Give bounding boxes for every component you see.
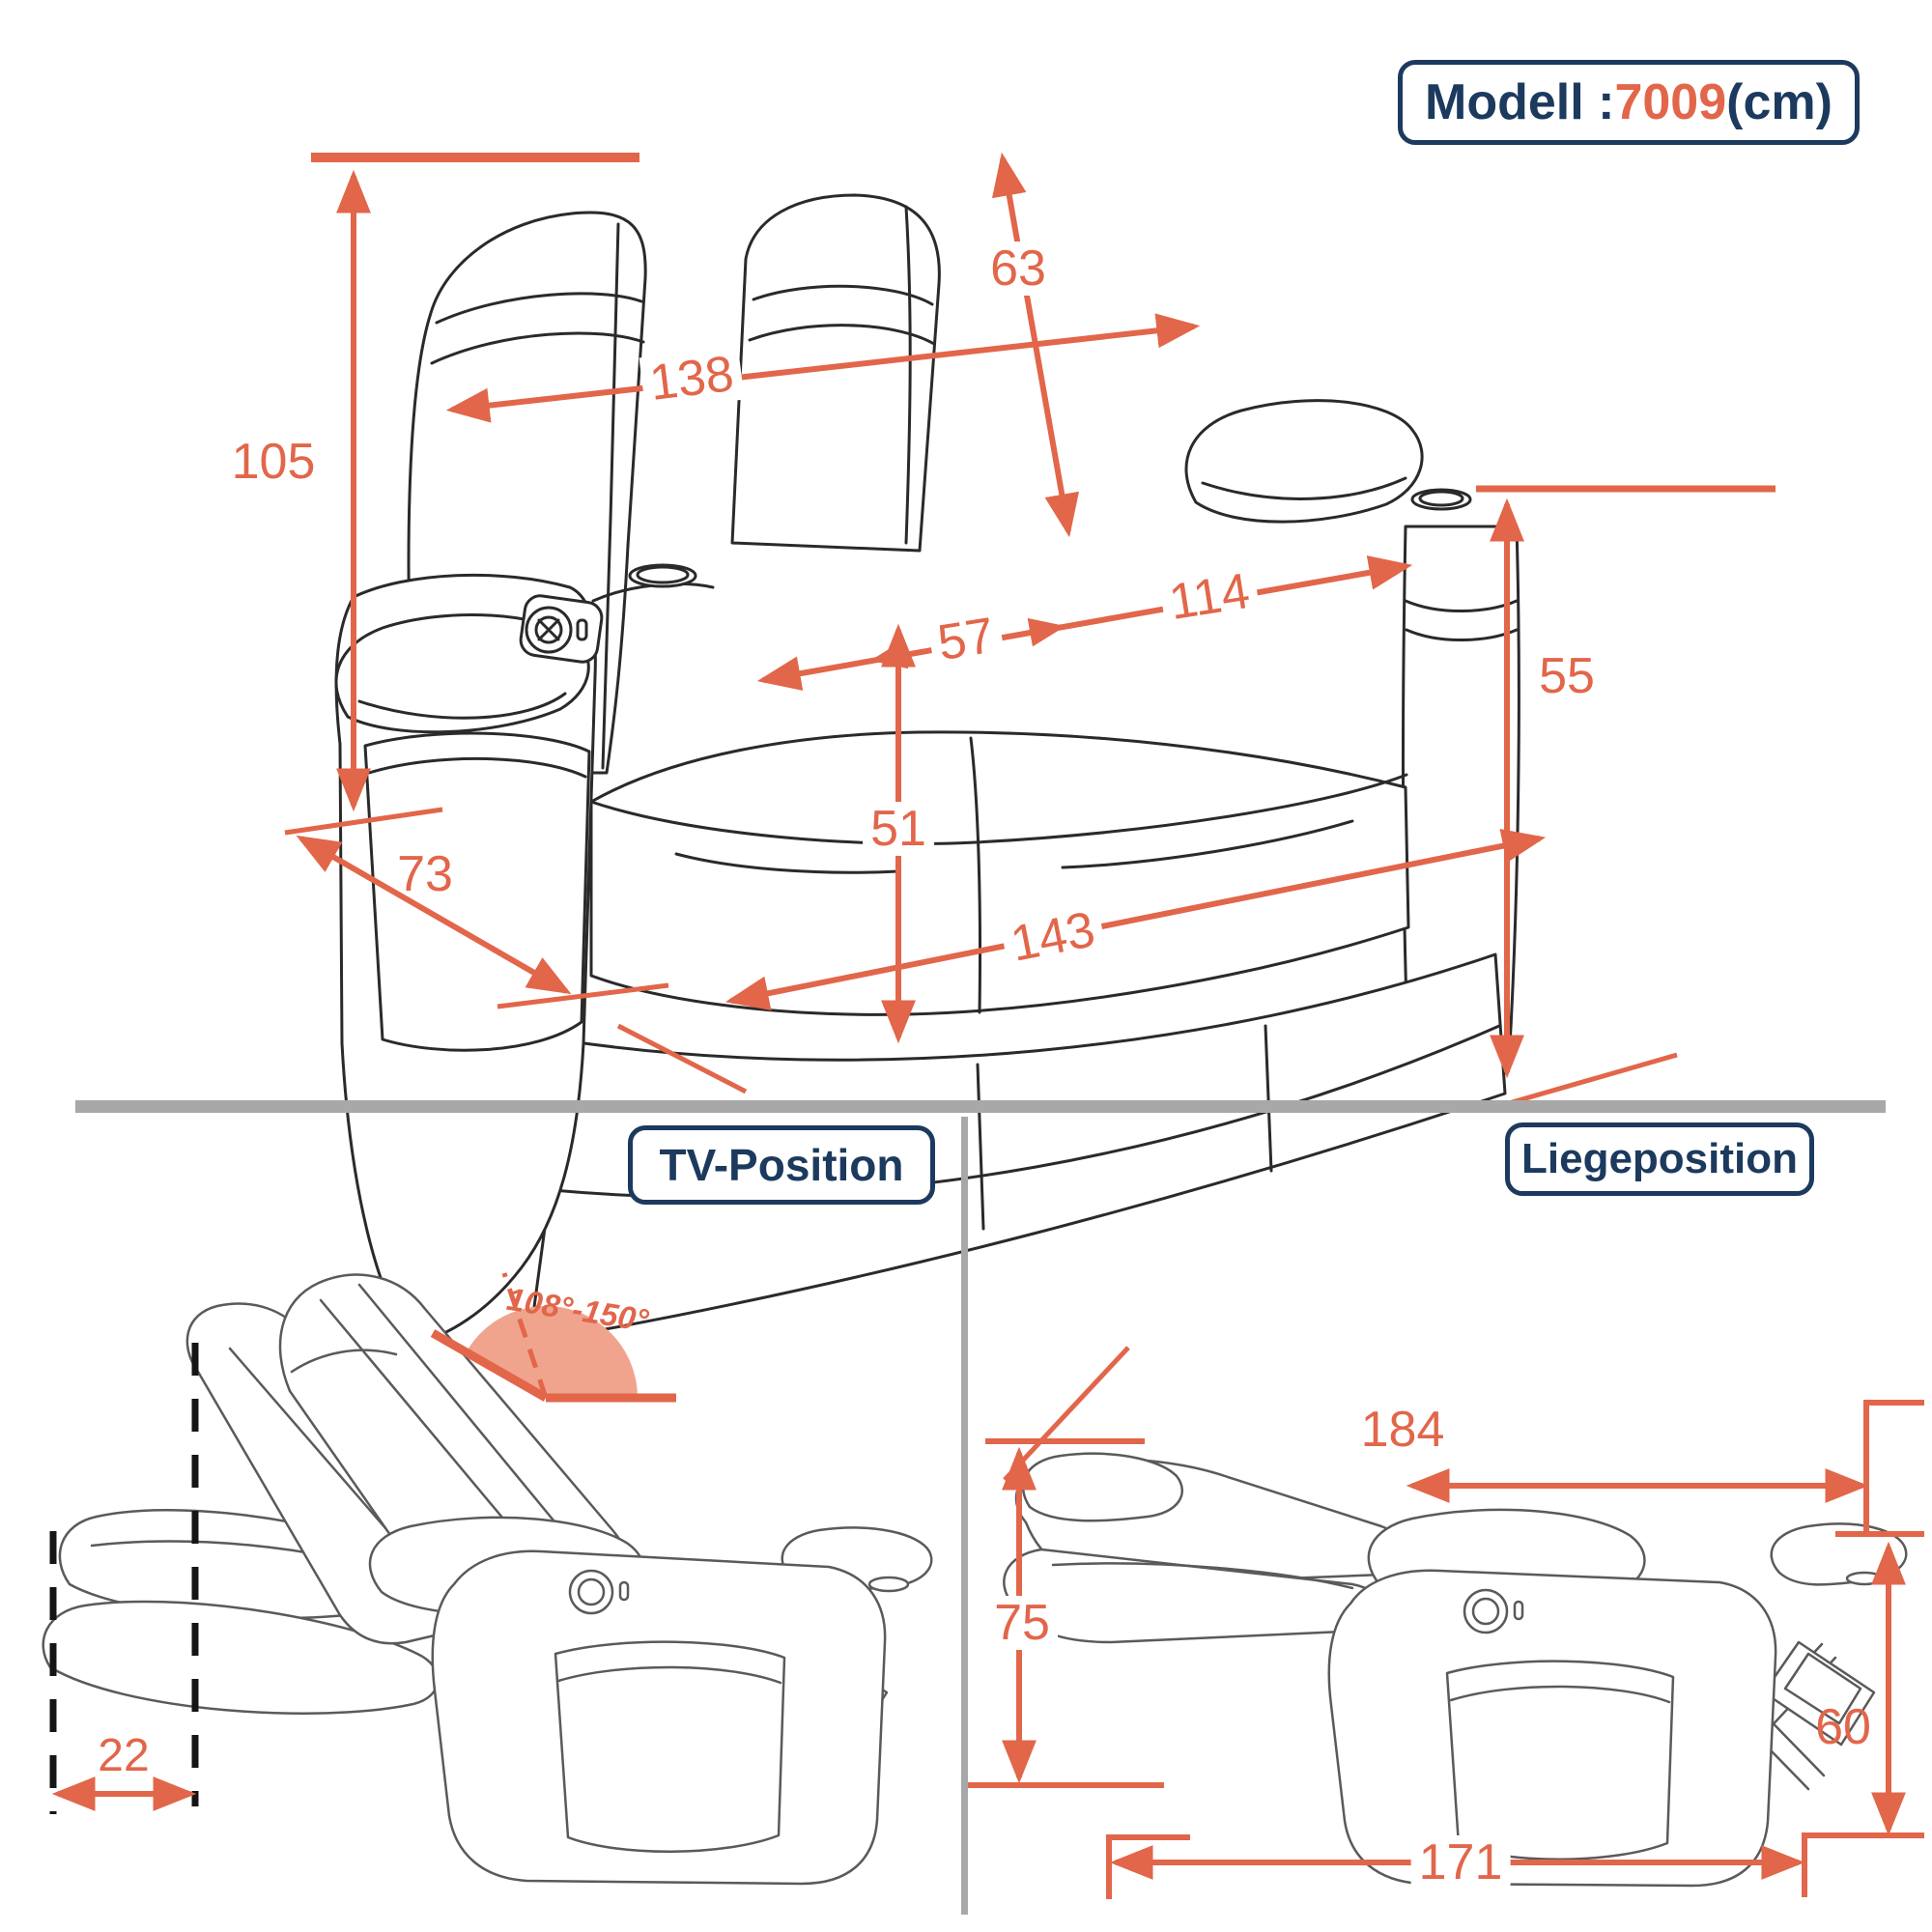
dim-seat-width-single-label: 57 bbox=[926, 607, 1006, 672]
dim-wall-clearance-label: 22 bbox=[98, 1730, 150, 1781]
dim-114-arrow bbox=[756, 555, 1413, 691]
dim-171-left-bracket bbox=[1106, 1834, 1190, 1899]
cup-holder-left bbox=[628, 563, 697, 588]
liege-chair-drawing bbox=[1003, 1452, 1908, 1888]
model-badge: Modell : 7009 (cm) bbox=[1398, 60, 1860, 145]
dim-73-arrow bbox=[296, 835, 572, 995]
dim-armrest-height-label: 55 bbox=[1539, 648, 1595, 704]
angle-dashed-line bbox=[501, 1272, 549, 1399]
lying-position-badge: Liegeposition bbox=[1505, 1122, 1814, 1196]
dim-57-right-head bbox=[1006, 617, 1066, 647]
tv-position-label: TV-Position bbox=[659, 1140, 904, 1190]
dim-depth-label: 73 bbox=[397, 846, 453, 902]
power-button-liege-icon bbox=[1463, 1588, 1524, 1634]
dim-105-bottom-tick bbox=[284, 807, 443, 836]
horizontal-divider bbox=[75, 1100, 1886, 1113]
tv-chair-drawing bbox=[42, 1273, 933, 1886]
dim-backrest-diagonal-label: 63 bbox=[982, 242, 1054, 296]
angle-tilted-line bbox=[430, 1329, 549, 1402]
dim-143-arrow bbox=[724, 828, 1547, 1011]
dim-backrest-height-label: 75 bbox=[986, 1596, 1058, 1650]
model-badge-prefix: Modell : bbox=[1425, 74, 1615, 130]
dim-63-arrow bbox=[991, 152, 1080, 538]
vertical-divider bbox=[961, 1117, 968, 1915]
dim-backrest-width-label: 138 bbox=[639, 346, 745, 412]
tv-annotations bbox=[49, 1272, 676, 1814]
dim-footrest-height-label: 60 bbox=[1815, 1699, 1871, 1755]
dim-184-right-bracket bbox=[1863, 1400, 1924, 1534]
dim-60-bottom-bracket bbox=[1802, 1833, 1924, 1897]
model-badge-suffix: (cm) bbox=[1726, 74, 1833, 130]
power-button-tv-icon bbox=[568, 1569, 630, 1615]
dim-floor-length-label: 171 bbox=[1410, 1835, 1511, 1889]
model-badge-number: 7009 bbox=[1614, 74, 1727, 130]
dim-143-left-tick bbox=[616, 1023, 748, 1094]
lying-position-label: Liegeposition bbox=[1521, 1135, 1798, 1182]
dim-total-length-label: 184 bbox=[1360, 1402, 1445, 1458]
dim-73-bottom-tick bbox=[497, 982, 669, 1009]
dim-143-right-tick bbox=[1494, 1052, 1678, 1110]
dim-arrows-top bbox=[284, 152, 1776, 1110]
dim-seat-front-height-label: 51 bbox=[863, 802, 934, 856]
cup-holder-right bbox=[1410, 488, 1472, 511]
power-button-icon bbox=[519, 594, 604, 664]
tv-position-badge: TV-Position bbox=[628, 1125, 935, 1205]
dim-height-total-label: 105 bbox=[231, 434, 316, 490]
